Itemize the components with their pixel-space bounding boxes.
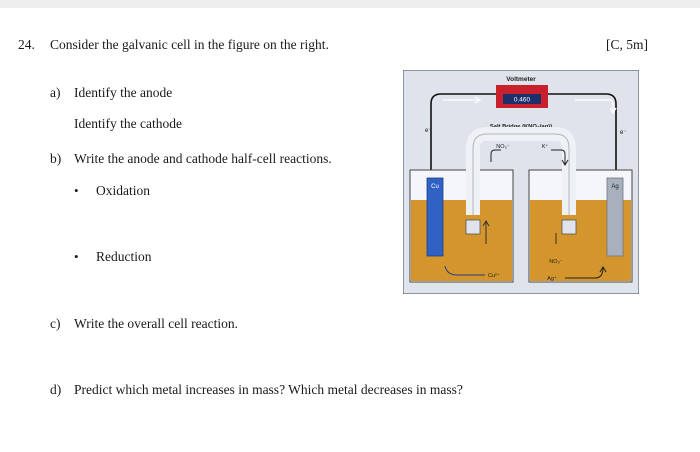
voltmeter-display xyxy=(503,94,541,104)
part-c-label: c) xyxy=(50,316,61,331)
part-a2-text: Identify the cathode xyxy=(74,116,182,131)
part-a-text: Identify the anode xyxy=(74,85,173,100)
question-prompt: Consider the galvanic cell in the figure… xyxy=(50,37,329,52)
bridge-left-arrow xyxy=(490,149,501,162)
bridge-right-ion: K⁺ xyxy=(542,143,549,150)
bridge-right-arrow xyxy=(551,149,566,164)
oxidation-text: Oxidation xyxy=(96,183,150,198)
part-d-label: d) xyxy=(50,382,62,397)
cu-electrode xyxy=(426,177,444,257)
galvanic-cell-figure: Voltmeter 0.460 e⁻ e⁻ Salt Bridge (KNO₃(… xyxy=(403,70,639,294)
voltmeter-label: Voltmeter xyxy=(506,76,536,83)
salt-bridge-outline xyxy=(472,133,570,215)
left-vertical-arrowhead xyxy=(482,220,490,227)
part-a-label: a) xyxy=(50,85,61,100)
right-wire xyxy=(548,93,617,170)
left-bridge-plug xyxy=(465,219,481,235)
left-solution xyxy=(411,200,512,281)
left-wire-sign: e⁻ xyxy=(425,128,432,134)
bridge-right-arrowhead xyxy=(561,159,569,166)
right-cation-label: Ag⁺ xyxy=(547,275,557,282)
ag-electrode xyxy=(606,177,624,257)
part-b-text: Write the anode and cathode half-cell re… xyxy=(74,151,332,166)
reduction-text: Reduction xyxy=(96,249,152,264)
part-b-label: b) xyxy=(50,151,62,166)
salt-bridge xyxy=(466,127,576,215)
right-electron-arrow xyxy=(575,99,614,112)
part-d-text: Predict which metal increases in mass? W… xyxy=(74,382,463,397)
right-bottom-arrowhead xyxy=(599,266,607,273)
right-bottom-arrow xyxy=(565,267,604,279)
left-wire xyxy=(430,93,496,170)
right-anion-label: NO₃⁻ xyxy=(549,259,562,265)
right-wire-sign: e⁻ xyxy=(620,130,627,136)
oxidation-bullet: • xyxy=(74,183,79,198)
voltmeter-reading: 0.460 xyxy=(514,97,531,104)
part-c-text: Write the overall cell reaction. xyxy=(74,316,238,331)
right-bridge-plug xyxy=(561,219,577,235)
cu-electrode-label: Cu xyxy=(431,184,439,190)
ag-electrode-label: Ag xyxy=(611,184,618,190)
question-number: 24. xyxy=(18,37,35,52)
reduction-bullet: • xyxy=(74,249,79,264)
right-arrowhead xyxy=(609,107,617,115)
top-band xyxy=(0,0,700,8)
left-cation-label: Cu²⁺ xyxy=(488,272,500,279)
left-bottom-arrow xyxy=(444,265,485,276)
left-arrowhead xyxy=(474,96,482,104)
bridge-left-ion: NO₃⁻ xyxy=(496,144,509,150)
question-marks: [C, 5m] xyxy=(606,37,648,52)
